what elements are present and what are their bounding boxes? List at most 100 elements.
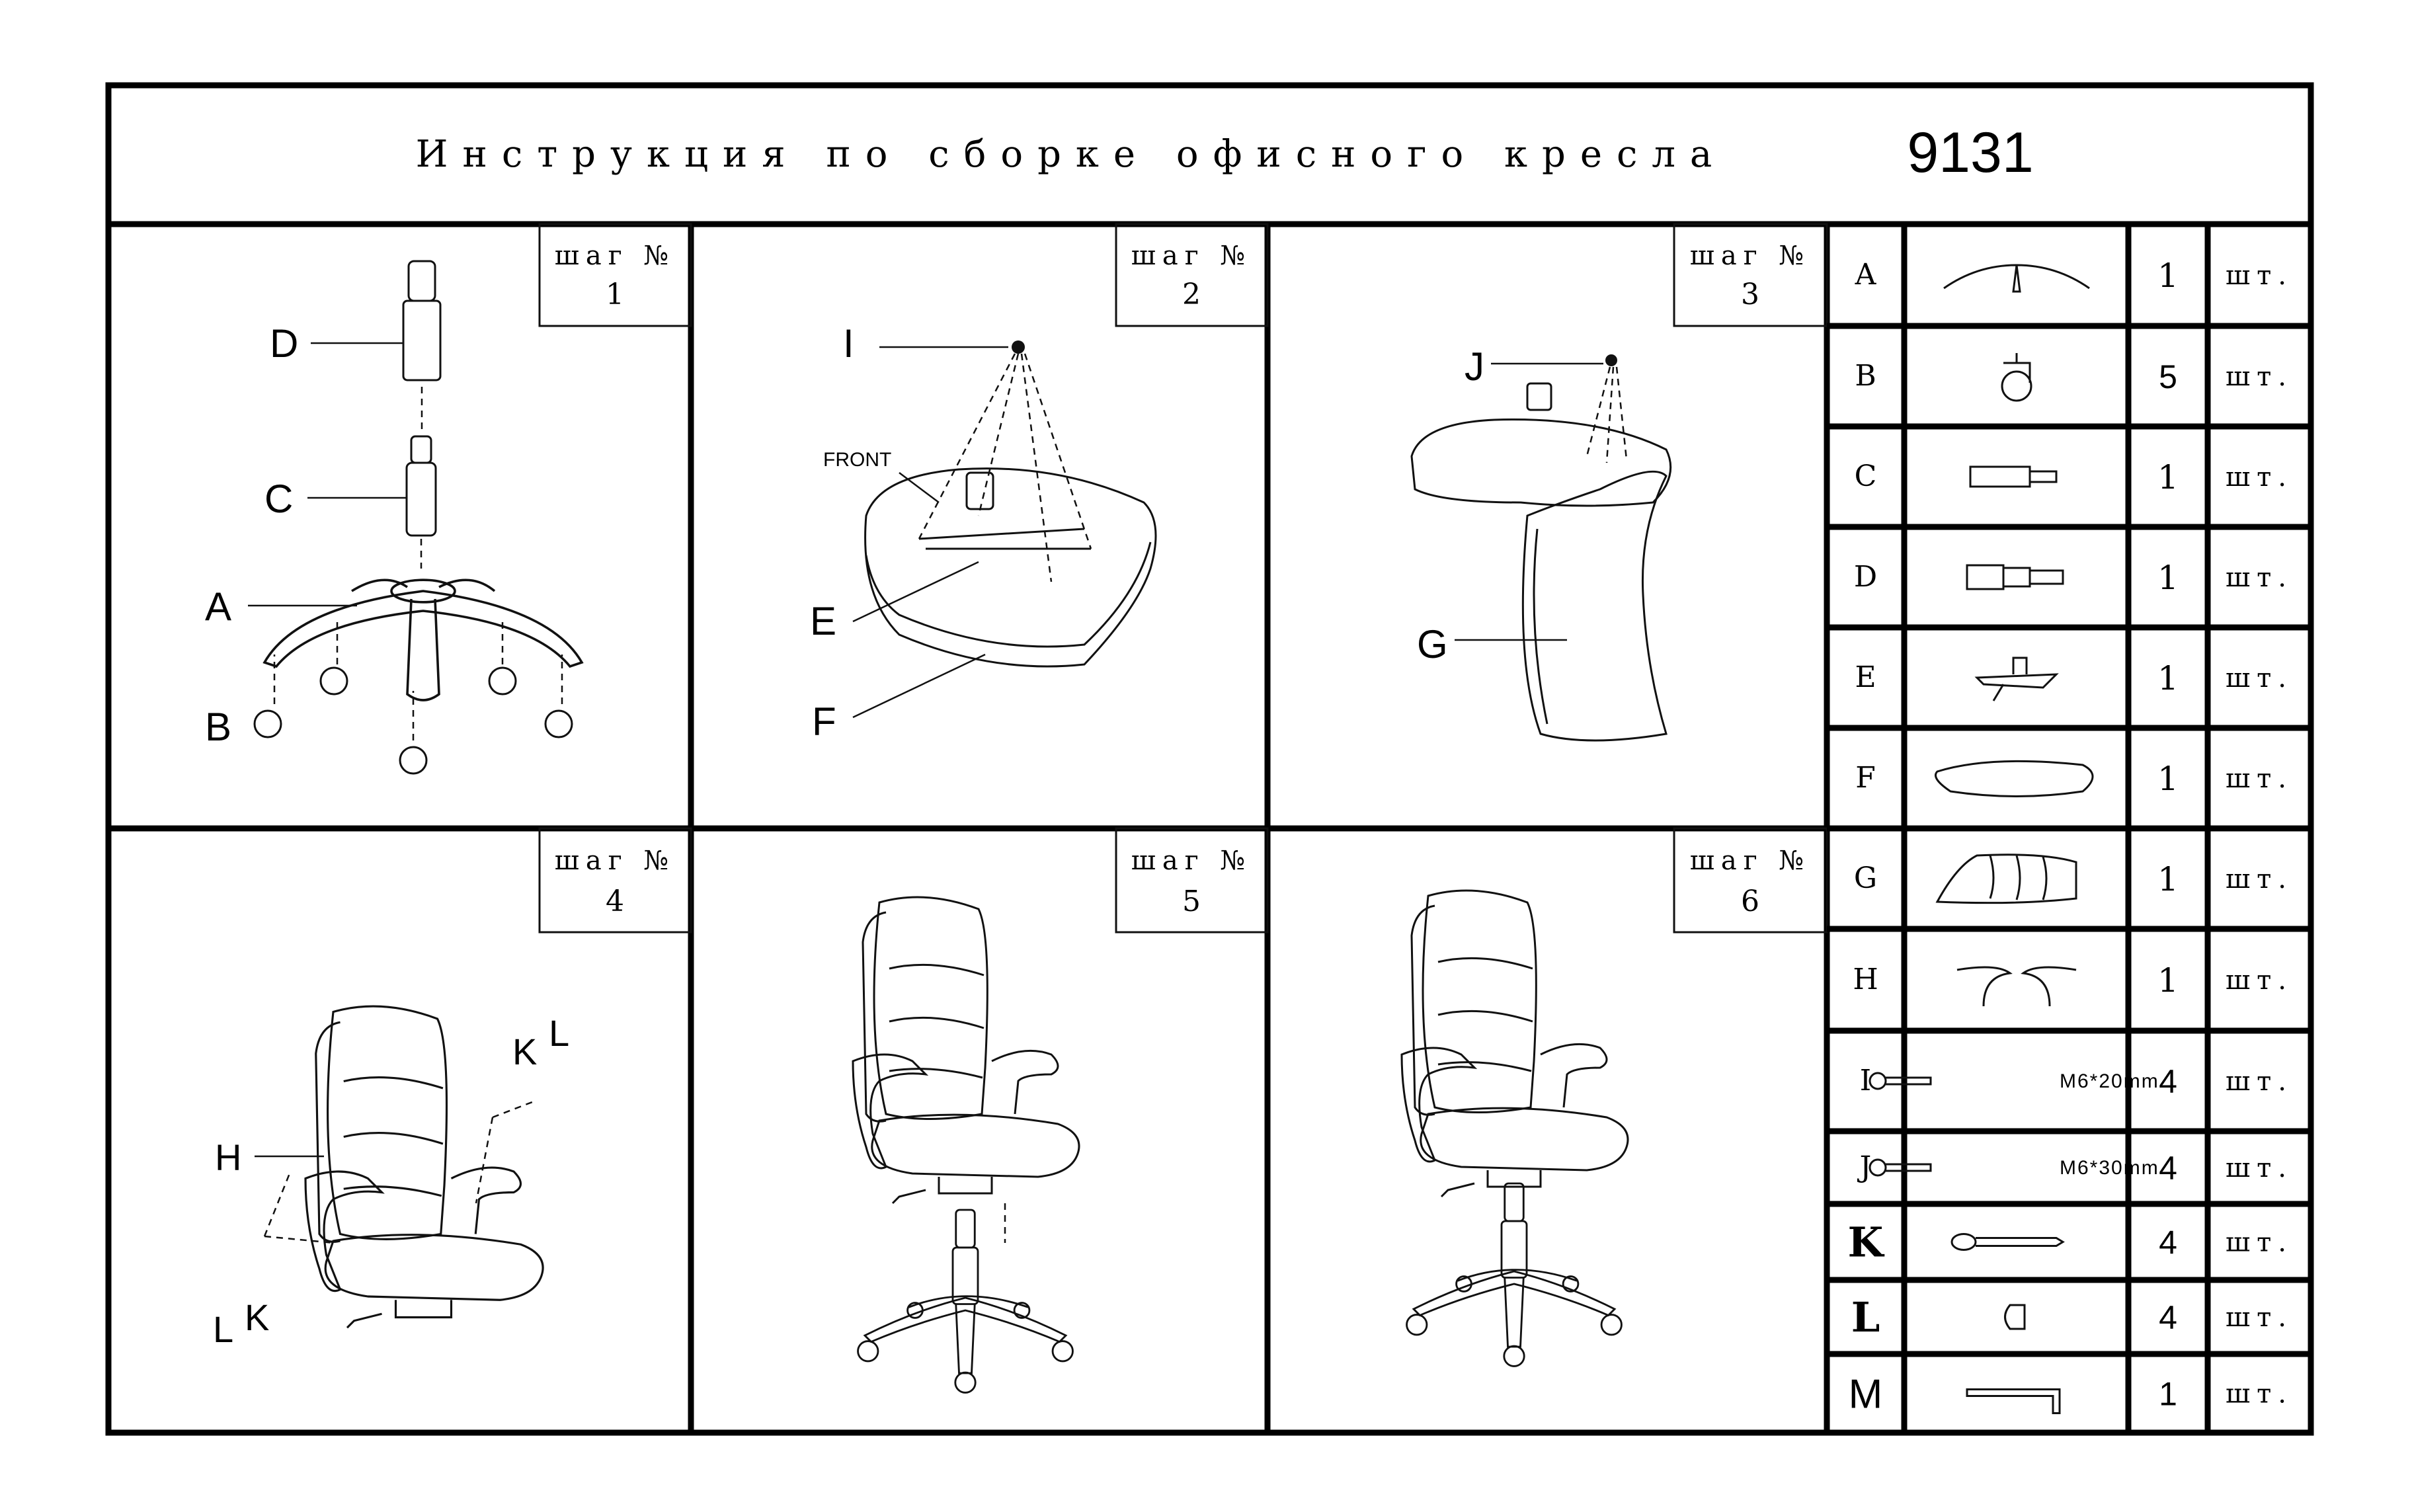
tilt-mechanism-icon	[1974, 657, 2059, 701]
part-label-d: D	[270, 321, 298, 366]
step-word: шаг №	[555, 241, 676, 271]
part-unit: шт.	[2226, 1302, 2293, 1333]
part-quantity: 1	[2157, 760, 2179, 798]
part-quantity: 1	[2157, 961, 2179, 1000]
backrest-icon	[1935, 854, 2077, 904]
part-label-h: H	[215, 1136, 241, 1178]
step-number: 2	[1182, 278, 1201, 311]
part-letter: C	[1855, 459, 1877, 493]
part-quantity: 1	[2157, 458, 2179, 497]
part-unit: шт.	[2226, 1379, 2293, 1410]
step-5-label: шаг № 5	[1115, 827, 1269, 934]
parts-table-row: L 4 шт.	[1851, 1293, 2293, 1341]
part-letter: K	[1848, 1218, 1885, 1267]
gas-lift-cover-icon	[1966, 564, 2064, 590]
part-quantity: 1	[2157, 257, 2179, 295]
caster-wheel-icon	[2001, 370, 2032, 402]
step-word: шаг №	[1690, 846, 1811, 876]
armrests-icon	[1956, 966, 2077, 1007]
part-quantity: 5	[2159, 358, 2177, 395]
part-label-k: K	[245, 1296, 269, 1338]
part-label-l: L	[213, 1308, 233, 1350]
step-1-diagram: D C A B	[205, 260, 584, 775]
part-letter: D	[1854, 560, 1877, 594]
part-label-e: E	[810, 599, 836, 643]
part-quantity: 1	[2157, 659, 2179, 697]
parts-table-row: F 1 шт.	[1855, 760, 2293, 798]
step-word: шаг №	[1690, 241, 1811, 271]
part-unit: шт.	[2226, 563, 2293, 593]
part-spec: M6*30mm	[2060, 1157, 2159, 1179]
step-word: шаг №	[555, 846, 676, 876]
part-unit: шт.	[2226, 462, 2293, 493]
front-label: FRONT	[823, 449, 891, 471]
step-word: шаг №	[1131, 846, 1252, 876]
part-unit: шт.	[2226, 764, 2293, 794]
part-quantity: 4	[2159, 1063, 2177, 1100]
bolt-icon	[1869, 1158, 1932, 1177]
hex-key-icon	[1966, 1388, 2061, 1414]
part-unit: шт.	[2226, 965, 2293, 996]
caster-icon	[2003, 353, 2031, 383]
chair-base-icon	[1943, 264, 2090, 293]
part-quantity: 1	[2159, 1376, 2177, 1413]
part-letter: L	[1851, 1293, 1880, 1341]
part-letter: J	[1857, 1150, 1872, 1184]
part-quantity: 1	[2157, 559, 2179, 597]
part-unit: шт.	[2226, 663, 2293, 694]
part-unit: шт.	[2226, 1228, 2293, 1258]
part-quantity: 4	[2159, 1150, 2177, 1187]
step-number: 3	[1741, 278, 1759, 311]
part-spec: M6*20mm	[2060, 1070, 2159, 1092]
part-label-k: K	[512, 1031, 537, 1072]
part-letter: B	[1855, 359, 1876, 393]
part-unit: шт.	[2226, 864, 2293, 895]
part-quantity: 1	[2157, 860, 2179, 898]
step-1-label: шаг № 1	[538, 223, 692, 327]
part-label-f: F	[812, 699, 836, 744]
part-letter: F	[1855, 761, 1876, 795]
part-unit: шт.	[2226, 362, 2293, 392]
model-number: 9131	[1907, 121, 2033, 184]
part-label-l: L	[549, 1012, 569, 1054]
part-letter: E	[1855, 660, 1876, 694]
part-unit: шт.	[2226, 1066, 2293, 1097]
long-bolt-icon	[1950, 1233, 2065, 1251]
part-quantity: 4	[2159, 1299, 2177, 1336]
bolt-icon	[1869, 1072, 1932, 1090]
part-label-i: I	[843, 321, 854, 366]
step-number: 5	[1182, 885, 1201, 918]
part-label-j: J	[1465, 344, 1484, 389]
step-number: 1	[606, 278, 624, 311]
sheet-border	[105, 82, 2314, 1436]
page-title: Инструкция по сборке офисного кресла	[416, 133, 1727, 176]
parts-table-row: C 1 шт.	[1855, 458, 2293, 497]
step-3-label: шаг № 3	[1673, 223, 1828, 327]
part-label-a: A	[205, 584, 231, 629]
parts-table-row: B 5 шт.	[1855, 353, 2293, 402]
gas-lift-icon	[1969, 465, 2058, 488]
parts-table-row: D 1 шт.	[1854, 559, 2293, 597]
seat-icon	[1935, 760, 2094, 797]
part-letter: I	[1860, 1064, 1871, 1097]
part-label-g: G	[1417, 622, 1448, 666]
step-3-diagram: J G	[1410, 344, 1672, 742]
part-unit: шт.	[2226, 260, 2293, 291]
parts-table-row: E 1 шт.	[1855, 657, 2293, 701]
step-word: шаг №	[1131, 241, 1252, 271]
step-2-diagram: I FRONT E F	[810, 321, 1157, 744]
step-4-label: шаг № 4	[538, 827, 692, 934]
step-6-diagram	[1400, 889, 1629, 1367]
part-letter: H	[1853, 963, 1878, 996]
step-2-label: шаг № 2	[1115, 223, 1269, 327]
step-number: 4	[606, 885, 624, 918]
step-6-label: шаг № 6	[1673, 827, 1828, 934]
